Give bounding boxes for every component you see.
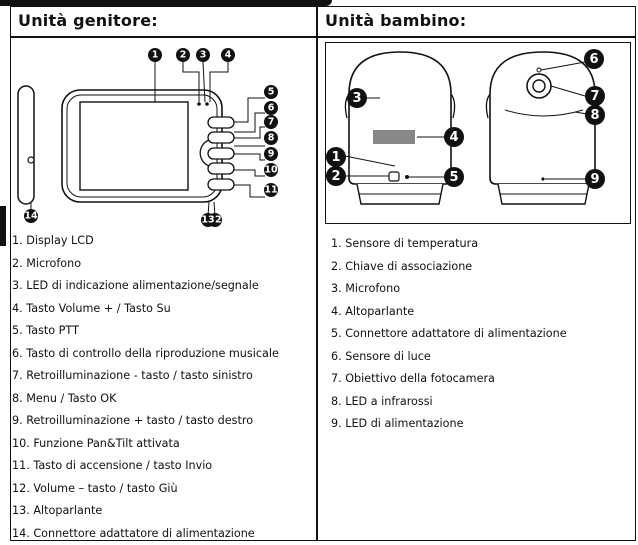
- callout-2: 2: [326, 166, 346, 186]
- callout-number: 2: [331, 169, 340, 184]
- callout-14: 14: [24, 209, 38, 223]
- parent-part-item: 14. Connettore adattatore di alimentazio…: [12, 523, 312, 545]
- callout-8: 8: [264, 131, 278, 145]
- callout-4: 4: [444, 127, 464, 147]
- callout-9: 9: [264, 147, 278, 161]
- callout-number: 2: [180, 50, 187, 61]
- callout-11: 11: [264, 183, 278, 197]
- callout-number: 9: [590, 172, 599, 187]
- callout-number: 3: [200, 50, 207, 61]
- callout-1: 1: [326, 147, 346, 167]
- column-divider: [316, 6, 318, 541]
- parent-part-item: 2. Microfono: [12, 253, 312, 276]
- callout-number: 7: [590, 89, 599, 104]
- callout-7: 7: [264, 115, 278, 129]
- child-part-item: 4. Altoparlante: [331, 301, 631, 324]
- callout-3: 3: [196, 48, 210, 62]
- callout-1: 1: [148, 48, 162, 62]
- child-back-view: [345, 52, 454, 204]
- callout-number: 9: [268, 149, 275, 160]
- margin-marker: [0, 206, 6, 246]
- child-part-item: 2. Chiave di associazione: [331, 256, 631, 279]
- callout-number: 11: [264, 185, 277, 196]
- callout-number: 13: [201, 215, 214, 226]
- parent-part-item: 5. Tasto PTT: [12, 320, 312, 343]
- callout-number: 8: [590, 108, 599, 123]
- callout-4: 4: [221, 48, 235, 62]
- callout-6: 6: [264, 101, 278, 115]
- callout-number: 8: [268, 133, 275, 144]
- parent-part-item: 6. Tasto di controllo della riproduzione…: [12, 343, 312, 366]
- callout-7: 7: [585, 86, 605, 106]
- parent-unit-title: Unità genitore:: [18, 11, 158, 30]
- parent-part-item: 4. Tasto Volume + / Tasto Su: [12, 298, 312, 321]
- child-part-item: 9. LED di alimentazione: [331, 413, 631, 436]
- parent-part-item: 9. Retroilluminazione + tasto / tasto de…: [12, 410, 312, 433]
- callout-number: 1: [331, 150, 340, 165]
- callout-2: 2: [176, 48, 190, 62]
- parent-part-item: 10. Funzione Pan&Tilt attivata: [12, 433, 312, 456]
- parent-part-item: 1. Display LCD: [12, 230, 312, 253]
- callout-number: 3: [352, 91, 361, 106]
- callout-number: 14: [24, 211, 38, 222]
- callout-5: 5: [444, 167, 464, 187]
- callout-5: 5: [264, 85, 278, 99]
- callout-3: 3: [347, 88, 367, 108]
- child-unit-diagram: 1 2 3 4 5 6 7 8 9: [325, 42, 631, 222]
- child-part-item: 3. Microfono: [331, 278, 631, 301]
- parent-part-item: 8. Menu / Tasto OK: [12, 388, 312, 411]
- callout-8: 8: [585, 105, 605, 125]
- child-part-item: 1. Sensore di temperatura: [331, 233, 631, 256]
- parent-part-item: 3. LED di indicazione alimentazione/segn…: [12, 275, 312, 298]
- callout-number: 7: [268, 117, 275, 128]
- callout-number: 4: [449, 130, 458, 145]
- callout-13: 13: [201, 213, 215, 227]
- child-part-item: 6. Sensore di luce: [331, 346, 631, 369]
- callout-number: 4: [225, 50, 232, 61]
- child-front-view: [486, 52, 598, 204]
- child-part-item: 8. LED a infrarossi: [331, 391, 631, 414]
- child-part-item: 7. Obiettivo della fotocamera: [331, 368, 631, 391]
- callout-number: 5: [449, 170, 458, 185]
- callout-number: 6: [589, 52, 598, 67]
- callout-number: 6: [268, 103, 275, 114]
- parent-part-item: 7. Retroilluminazione - tasto / tasto si…: [12, 365, 312, 388]
- callout-number: 1: [152, 50, 159, 61]
- child-unit-title: Unità bambino:: [325, 11, 466, 30]
- callout-6: 6: [584, 49, 604, 69]
- parent-front-view: [62, 90, 234, 216]
- callout-number: 10: [264, 165, 278, 176]
- callout-10: 10: [264, 163, 278, 177]
- callout-number: 5: [268, 87, 275, 98]
- parent-side-view: [18, 86, 34, 210]
- parent-part-item: 12. Volume – tasto / tasto Giù: [12, 478, 312, 501]
- header-divider: [10, 36, 636, 38]
- callout-9: 9: [585, 169, 605, 189]
- parent-part-item: 13. Altoparlante: [12, 500, 312, 523]
- child-part-item: 5. Connettore adattatore di alimentazion…: [331, 323, 631, 346]
- parent-part-item: 11. Tasto di accensione / tasto Invio: [12, 455, 312, 478]
